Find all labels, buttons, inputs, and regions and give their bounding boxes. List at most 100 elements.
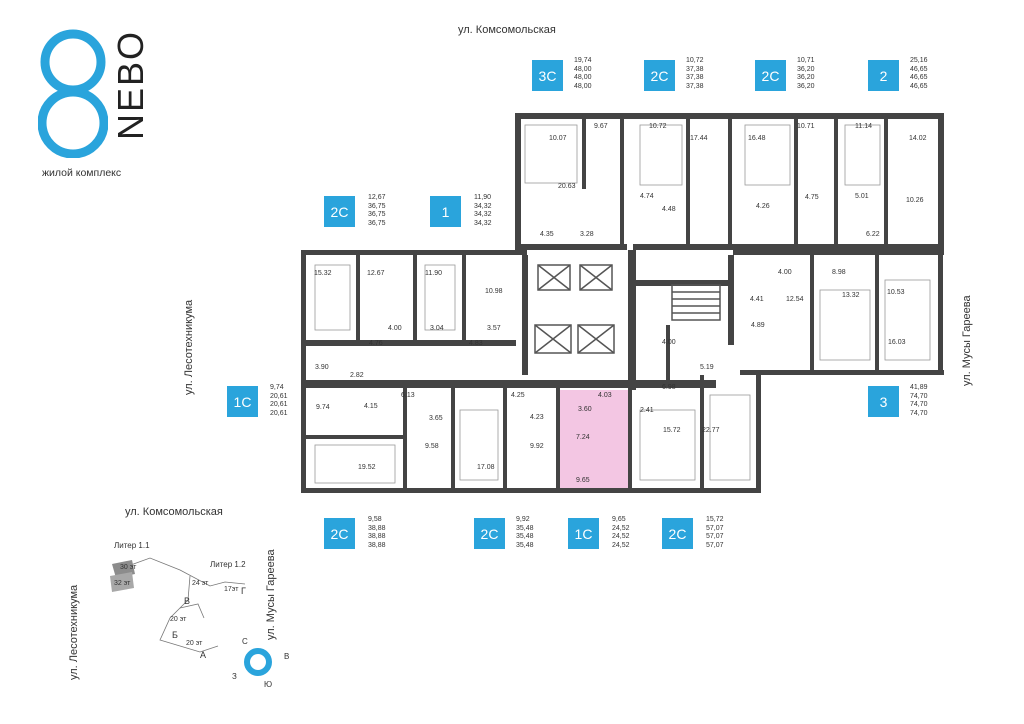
room-area: 9.58 <box>425 443 439 450</box>
room-area: 17.08 <box>477 464 495 471</box>
room-area: 11.14 <box>855 123 872 130</box>
apartment-type-badge[interactable]: 2С <box>474 518 505 549</box>
room-area: 4.00 <box>778 269 792 276</box>
room-area: 3.90 <box>315 364 329 371</box>
minimap-label: 20 эт <box>186 640 203 647</box>
apartment-type-badge[interactable]: 1С <box>227 386 258 417</box>
room-area: 4.23 <box>530 414 544 421</box>
room-area: 3.60 <box>578 406 592 413</box>
room-area: 10.07 <box>549 135 567 142</box>
minimap-label: Литер 1.1 <box>114 541 150 550</box>
room-area: 13.32 <box>842 292 860 299</box>
apartment-type-badge[interactable]: 2С <box>644 60 675 91</box>
room-area: 3.04 <box>430 325 444 332</box>
minimap-label: В <box>184 596 191 606</box>
apartment-type-badge[interactable]: 2С <box>755 60 786 91</box>
room-area: 4.00 <box>662 339 676 346</box>
logo-subtitle: жилой комплекс <box>42 167 122 179</box>
room-area: 10.72 <box>649 123 667 130</box>
apartment-type-badge[interactable]: 3С <box>532 60 563 91</box>
room-area: 4.83 <box>469 340 483 347</box>
apartment-type-badge[interactable]: 2 <box>868 60 899 91</box>
room-area: 9.92 <box>530 443 544 450</box>
minimap-street-top: ул. Комсомольская <box>125 506 223 518</box>
highlighted-apartment-area <box>560 390 628 493</box>
minimap-label: Г <box>241 586 246 596</box>
room-area: 4.35 <box>540 231 554 238</box>
compass-south: Ю <box>264 680 273 689</box>
minimap-label: 17эт <box>224 586 239 593</box>
minimap-label: Б <box>172 630 178 640</box>
room-area: 14.02 <box>909 135 927 142</box>
room-area: 4.48 <box>662 206 676 213</box>
minimap-label: 24 эт <box>192 580 209 587</box>
room-area: 16.03 <box>888 339 906 346</box>
room-area: 15.32 <box>314 270 332 277</box>
room-area: 20.63 <box>558 183 576 190</box>
room-area: 17.44 <box>690 135 708 142</box>
room-area: 12.67 <box>367 270 385 277</box>
street-top: ул. Комсомольская <box>458 24 556 36</box>
minimap-label: 32 эт <box>114 580 131 587</box>
minimap-label: Литер 1.2 <box>210 560 246 569</box>
room-area: 2.82 <box>350 372 364 379</box>
room-area: 4.89 <box>751 322 765 329</box>
room-area: 8.98 <box>832 269 846 276</box>
room-area: 3.65 <box>429 415 443 422</box>
apartment-type-badge[interactable]: 1 <box>430 196 461 227</box>
room-area: 6.13 <box>401 392 415 399</box>
apartment-type-badge[interactable]: 3 <box>868 386 899 417</box>
room-area: 22.77 <box>702 427 720 434</box>
compass-east: В <box>284 652 290 661</box>
room-area: 4.25 <box>511 392 525 399</box>
room-area: 10.53 <box>887 289 905 296</box>
room-area: 5.01 <box>855 193 869 200</box>
apartment-type-badge[interactable]: 2С <box>324 196 355 227</box>
minimap-buildings <box>110 557 246 653</box>
room-area: 3.57 <box>487 325 501 332</box>
room-area: 16.48 <box>748 135 766 142</box>
room-area: 4.00 <box>388 325 402 332</box>
minimap-label: 20 эт <box>170 616 187 623</box>
apartment-type-badge[interactable]: 2С <box>324 518 355 549</box>
room-area: 10.26 <box>906 197 924 204</box>
apartment-type-badge[interactable]: 2С <box>662 518 693 549</box>
room-area: 12.54 <box>786 296 804 303</box>
room-area: 9.67 <box>594 123 608 130</box>
room-area: 5.19 <box>700 364 714 371</box>
compass-west: З <box>232 672 237 681</box>
minimap-label: А <box>200 650 207 660</box>
room-area: 4.26 <box>756 203 770 210</box>
room-area: 6.98 <box>662 384 676 391</box>
room-area: 10.98 <box>485 288 503 295</box>
room-area: 6.22 <box>866 231 880 238</box>
compass-icon <box>244 648 272 676</box>
logo: NEBO жилой комплекс <box>38 28 158 188</box>
compass: С Ю В З <box>232 637 289 689</box>
compass-north: С <box>242 637 248 646</box>
room-area: 3.28 <box>580 231 594 238</box>
room-area: 9.65 <box>576 477 590 484</box>
apartment-type-badge[interactable]: 1С <box>568 518 599 549</box>
logo-eight-icon <box>38 29 108 158</box>
room-area: 4.03 <box>598 392 612 399</box>
room-area: 10.71 <box>797 123 815 130</box>
room-area: 15.72 <box>663 427 681 434</box>
room-area: 4.76 <box>369 340 383 347</box>
room-area: 4.15 <box>364 403 378 410</box>
room-area: 19.52 <box>358 464 376 471</box>
room-area: 2.41 <box>640 407 654 414</box>
